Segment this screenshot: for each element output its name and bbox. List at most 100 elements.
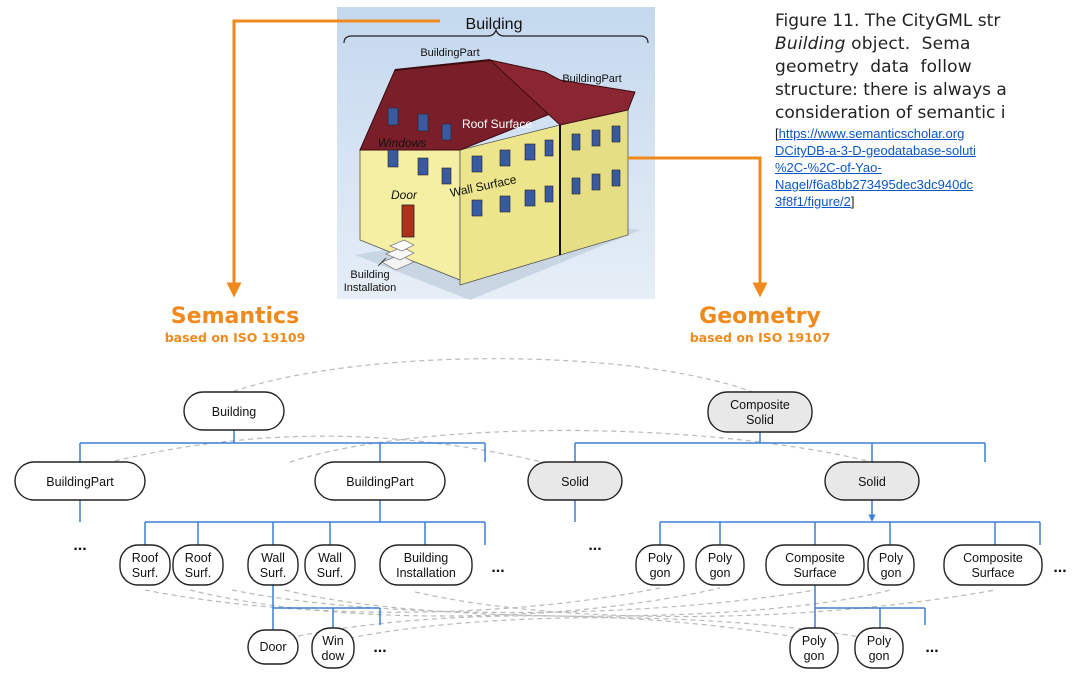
geometry-ellipsis-3: ... [925, 639, 938, 656]
node-buildingpart-1: BuildingPart [14, 461, 146, 501]
caption-source-link-1[interactable]: [https://www.semanticscholar.org [775, 125, 1077, 142]
node-composite-solid: Composite Solid [707, 391, 813, 433]
caption-line-3: geometry data follow [775, 57, 978, 77]
node-polygon-2-l2: gon [710, 566, 731, 580]
house-door [401, 204, 415, 238]
house-label-building-part-2: BuildingPart [562, 73, 621, 85]
caption-link-text-5[interactable]: 3f8f1/figure/2 [775, 194, 851, 209]
node-wall-surf-2-l2: Surf. [317, 566, 343, 580]
house-illustration: Building BuildingPart BuildingPart Roof … [337, 7, 655, 300]
caption-line-2-rest: object. Sema [845, 34, 971, 54]
node-wall-surf-2: Wall Surf. [304, 544, 356, 586]
node-polygon-2-l1: Poly [708, 551, 733, 565]
node-polygon-3-l2: gon [881, 566, 902, 580]
geometry-tree-lines [574, 432, 1041, 630]
node-window: Win dow [311, 627, 355, 669]
caption-source-link-5[interactable]: 3f8f1/figure/2] [775, 193, 1077, 210]
house-label-installation-line1: Building [350, 269, 389, 281]
geometry-title: Geometry [699, 304, 821, 329]
arrow-to-geometry [628, 156, 768, 298]
caption-link-text-1[interactable]: https://www.semanticscholar.org [778, 126, 965, 141]
link-building-compositesolid [199, 358, 761, 406]
node-polygon-2: Poly gon [695, 544, 745, 586]
node-solid-1: Solid [527, 461, 623, 501]
node-polygon-5: Poly gon [854, 627, 904, 669]
node-polygon-4-l2: gon [804, 649, 825, 663]
house-label-building-part-1: BuildingPart [420, 47, 479, 59]
node-wall-surf-1-l1: Wall [261, 551, 285, 565]
house-title-brace [343, 28, 649, 44]
node-door: Door [247, 629, 299, 665]
caption-source-link-4[interactable]: Nagel/f6a8bb273495dec3dc940dc [775, 177, 974, 192]
node-polygon-5-l1: Poly [867, 634, 892, 648]
house-label-windows: Windows [378, 136, 427, 150]
node-buildingpart-1-label: BuildingPart [46, 475, 114, 489]
caption-building-term: Building [775, 34, 846, 54]
semantics-tree: Building BuildingPart BuildingPart ... R… [14, 391, 505, 669]
arrow-to-semantics [226, 19, 440, 298]
geometry-ellipsis-1: ... [588, 537, 601, 554]
geometry-tree: Composite Solid Solid Solid ... Poly gon… [527, 391, 1067, 669]
node-buildingpart-2: BuildingPart [314, 461, 446, 501]
semantics-tree-lines [79, 430, 486, 630]
node-building-label: Building [212, 405, 257, 419]
node-wall-surf-1-l2: Surf. [260, 566, 286, 580]
node-roof-surf-2: Roof Surf. [172, 544, 224, 586]
link-part2-solid [289, 429, 873, 463]
semantics-subtitle: based on ISO 19109 [165, 330, 306, 345]
node-roof-surf-1-l1: Roof [132, 551, 159, 565]
node-polygon-1-l2: gon [650, 566, 671, 580]
node-window-l1: Win [322, 634, 344, 648]
node-solid-1-label: Solid [561, 475, 589, 489]
node-polygon-5-l2: gon [869, 649, 890, 663]
node-composite-solid-l1: Composite [730, 398, 790, 412]
figure-caption: Figure 11. The CityGML str Building obje… [775, 10, 1077, 300]
node-polygon-4-l1: Poly [802, 634, 827, 648]
node-polygon-1: Poly gon [635, 544, 685, 586]
caption-link-open-bracket: [ [775, 126, 779, 141]
link-part1-solid [79, 435, 576, 471]
node-polygon-1-l1: Poly [648, 551, 673, 565]
caption-source-link-3[interactable]: %2C-%2C-of-Yao- [775, 160, 882, 175]
node-roof-surf-1-l2: Surf. [132, 566, 158, 580]
caption-line-5: consideration of semantic i [775, 103, 1006, 123]
node-roof-surf-2-l1: Roof [185, 551, 212, 565]
caption-link-close-bracket: ] [850, 194, 855, 209]
semantics-ellipsis-1: ... [73, 537, 86, 554]
semantics-ellipsis-2: ... [491, 559, 504, 576]
node-polygon-3: Poly gon [867, 544, 915, 586]
node-solid-2: Solid [824, 461, 920, 501]
caption-line-2: Building object. Sema [775, 33, 1077, 56]
node-buildingpart-2-label: BuildingPart [346, 475, 414, 489]
node-solid-2-label: Solid [858, 475, 886, 489]
node-roof-surf-2-l2: Surf. [185, 566, 211, 580]
node-composite-surface-1-l1: Composite [785, 551, 845, 565]
orange-arrows [226, 19, 768, 298]
house-label-roof-surface: Roof Surface [462, 117, 532, 131]
house-title: Building [466, 16, 523, 33]
house-label-installation-line2: Installation [344, 282, 397, 294]
node-polygon-4: Poly gon [789, 627, 839, 669]
node-building: Building [183, 391, 285, 431]
node-roof-surf-1: Roof Surf. [119, 544, 171, 586]
house-label-door: Door [391, 188, 418, 202]
node-building-installation-l2: Installation [396, 566, 456, 580]
node-composite-surface-1-l2: Surface [793, 566, 836, 580]
node-polygon-3-l1: Poly [879, 551, 904, 565]
caption-source-link-2[interactable]: DCityDB-a-3-D-geodatabase-soluti [775, 143, 976, 158]
house-windows [387, 107, 621, 217]
caption-line-4: structure: there is always a [775, 80, 1007, 100]
geometry-ellipsis-2: ... [1053, 559, 1066, 576]
node-wall-surf-1: Wall Surf. [247, 544, 299, 586]
node-building-installation: Building Installation [379, 544, 473, 586]
node-composite-surface-2: Composite Surface [943, 544, 1043, 586]
node-composite-solid-l2: Solid [746, 413, 774, 427]
semantics-title: Semantics [171, 304, 299, 329]
node-window-l2: dow [322, 649, 346, 663]
caption-line-1: Figure 11. The CityGML str [775, 11, 1001, 31]
node-door-label: Door [259, 640, 286, 654]
semantics-ellipsis-3: ... [373, 639, 386, 656]
node-composite-surface-2-l1: Composite [963, 551, 1023, 565]
